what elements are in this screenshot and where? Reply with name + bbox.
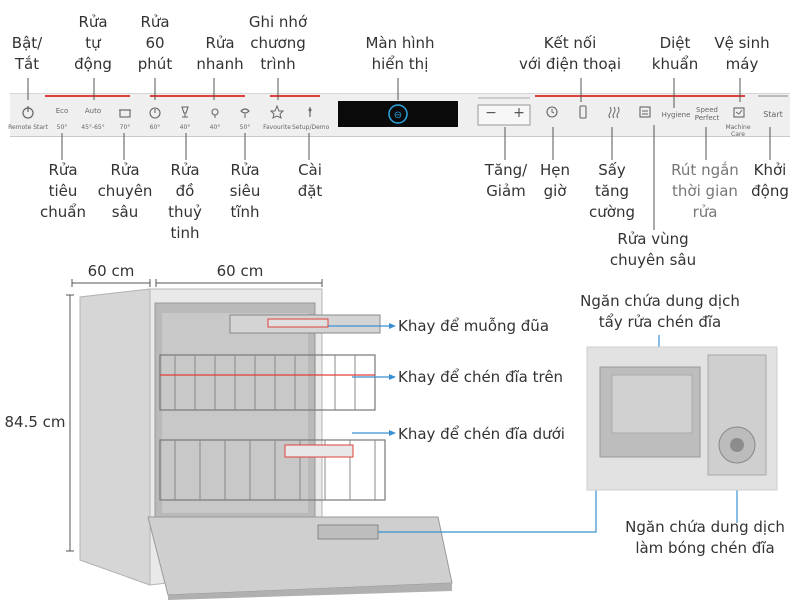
- label-eco: Rửa tiêu chuẩn: [40, 161, 86, 221]
- phone-connect-icon[interactable]: [576, 104, 590, 119]
- power-caption: Remote Start: [8, 124, 48, 131]
- label-60-min-wash: Rửa 60 phút: [137, 13, 173, 73]
- panel-leader-lines: [27, 78, 771, 230]
- quick-wash-icon[interactable]: [208, 104, 222, 118]
- callout-lower-basket: Khay để chén đĩa dưới: [398, 425, 565, 443]
- callout-cutlery-tray: Khay để muỗng đũa: [398, 317, 550, 335]
- label-power: Bật/ Tắt: [11, 34, 43, 73]
- zone-icon[interactable]: [638, 104, 652, 118]
- start-button[interactable]: Start: [763, 110, 783, 119]
- label-glass: Rửa đồ thuỷ tinh: [168, 161, 202, 242]
- intensive-pot-icon[interactable]: [118, 104, 132, 118]
- intensive-temp: 70°: [119, 124, 131, 131]
- auto-button[interactable]: Auto: [84, 107, 102, 115]
- favourite-caption: Favourite: [263, 124, 291, 131]
- hygiene-button[interactable]: Hygiene: [661, 111, 691, 119]
- label-auto-wash: Rửa tự động: [74, 13, 112, 73]
- label-machine-care: Vệ sinh máy: [714, 34, 770, 73]
- label-zone: Rửa vùng chuyên sâu: [609, 230, 697, 269]
- setup-icon[interactable]: [303, 104, 317, 118]
- eco-temp: 50°: [56, 124, 68, 131]
- power-icon[interactable]: [21, 104, 35, 119]
- control-panel-graphics: ⊖: [45, 95, 788, 127]
- dim-width: 60 cm: [216, 262, 264, 280]
- label-hygiene: Diệt khuẩn: [651, 34, 699, 73]
- label-plus-minus: Tăng/ Giảm: [484, 161, 528, 200]
- silence-icon[interactable]: [238, 104, 252, 118]
- callout-upper-basket: Khay để chén đĩa trên: [398, 368, 564, 386]
- label-favourite: Ghi nhớ chương trình: [248, 13, 308, 73]
- machine-care-icon[interactable]: [732, 104, 746, 118]
- label-connect: Kết nối với điện thoại: [518, 34, 622, 73]
- silence-temp: 50°: [239, 124, 251, 131]
- dim-height: 84.5 cm: [4, 413, 66, 431]
- machine-care-caption: Machine Care: [725, 124, 751, 138]
- glass-icon[interactable]: [178, 104, 192, 118]
- label-speed: Rút ngắn thời gian rửa: [671, 161, 739, 221]
- auto-temp: 45°-65°: [81, 124, 105, 131]
- plus-button[interactable]: +: [513, 105, 525, 121]
- label-display: Màn hình hiển thị: [365, 34, 435, 73]
- dishwasher-illustration: [66, 279, 778, 600]
- favourite-star-icon[interactable]: [269, 104, 285, 119]
- setup-caption: Setup/Demo: [292, 124, 330, 131]
- label-timer: Hẹn giờ: [539, 161, 570, 200]
- svg-text:⊖: ⊖: [394, 110, 402, 121]
- sixty-min-icon[interactable]: [148, 104, 162, 119]
- dim-depth: 60 cm: [87, 262, 135, 280]
- timer-clock-icon[interactable]: [545, 104, 559, 118]
- speed-perfect-button[interactable]: Speed Perfect: [694, 106, 720, 122]
- label-quick-wash: Rửa nhanh: [196, 34, 244, 73]
- quick-wash-temp: 40°: [209, 124, 221, 131]
- minus-button[interactable]: −: [485, 105, 497, 121]
- label-setup: Cài đặt: [297, 161, 323, 200]
- label-intensive: Rửa chuyên sâu: [97, 161, 153, 221]
- callout-rinse-aid: Ngăn chứa dung dịch làm bóng chén đĩa: [625, 518, 785, 557]
- drying-icon[interactable]: [607, 104, 621, 119]
- callout-detergent: Ngăn chứa dung dịch tẩy rửa chén đĩa: [580, 292, 740, 331]
- sixty-min-temp: 60°: [149, 124, 161, 131]
- label-drying: Sấy tăng cường: [589, 161, 635, 221]
- eco-button[interactable]: Eco: [55, 107, 69, 115]
- label-silence: Rửa siêu tĩnh: [229, 161, 261, 221]
- label-start: Khởi động: [751, 161, 789, 200]
- glass-temp: 40°: [179, 124, 191, 131]
